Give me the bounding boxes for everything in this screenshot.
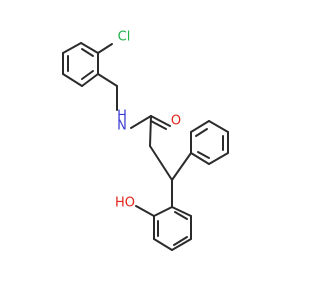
double-bond-inner	[81, 70, 94, 80]
bond-carbonyl-ch2	[149, 115, 152, 147]
bond-ring-ch2	[97, 73, 118, 87]
nitrogen-label: N	[117, 119, 127, 134]
bond	[171, 206, 192, 217]
double-bond-inner	[173, 236, 188, 246]
bond	[62, 73, 83, 87]
bond-n-carbonyl	[130, 115, 152, 129]
bond	[81, 73, 99, 87]
bond	[62, 42, 82, 54]
bond	[171, 152, 192, 181]
hydrogen-label: H	[117, 109, 127, 124]
double-bond-inner	[195, 128, 208, 137]
bond	[190, 120, 210, 133]
hydroxyphenyl-ring	[153, 179, 192, 251]
bond	[171, 238, 192, 251]
chlorophenyl-ring	[62, 42, 99, 87]
bond-ch2-ch	[149, 145, 173, 181]
bond-carbonyl-o	[150, 115, 171, 127]
phenyl-ring	[171, 120, 229, 181]
bond	[208, 120, 229, 133]
double-bond-inner	[81, 48, 94, 57]
bond	[153, 238, 173, 251]
bond	[208, 152, 229, 165]
bond-c-cl	[97, 43, 113, 54]
hydroxyl-label: HO	[115, 196, 135, 211]
oxygen-label: O	[171, 114, 181, 129]
double-bond-inner	[197, 151, 210, 159]
bond	[190, 152, 210, 165]
bond-carbonyl-o-second	[150, 120, 167, 130]
structure-diagram: Cl H N O HO	[62, 30, 229, 251]
bond	[153, 206, 173, 217]
chlorine-label: Cl	[118, 30, 131, 45]
bond-c-oh	[135, 205, 155, 217]
bond	[80, 42, 99, 54]
double-bond-inner	[174, 211, 188, 220]
